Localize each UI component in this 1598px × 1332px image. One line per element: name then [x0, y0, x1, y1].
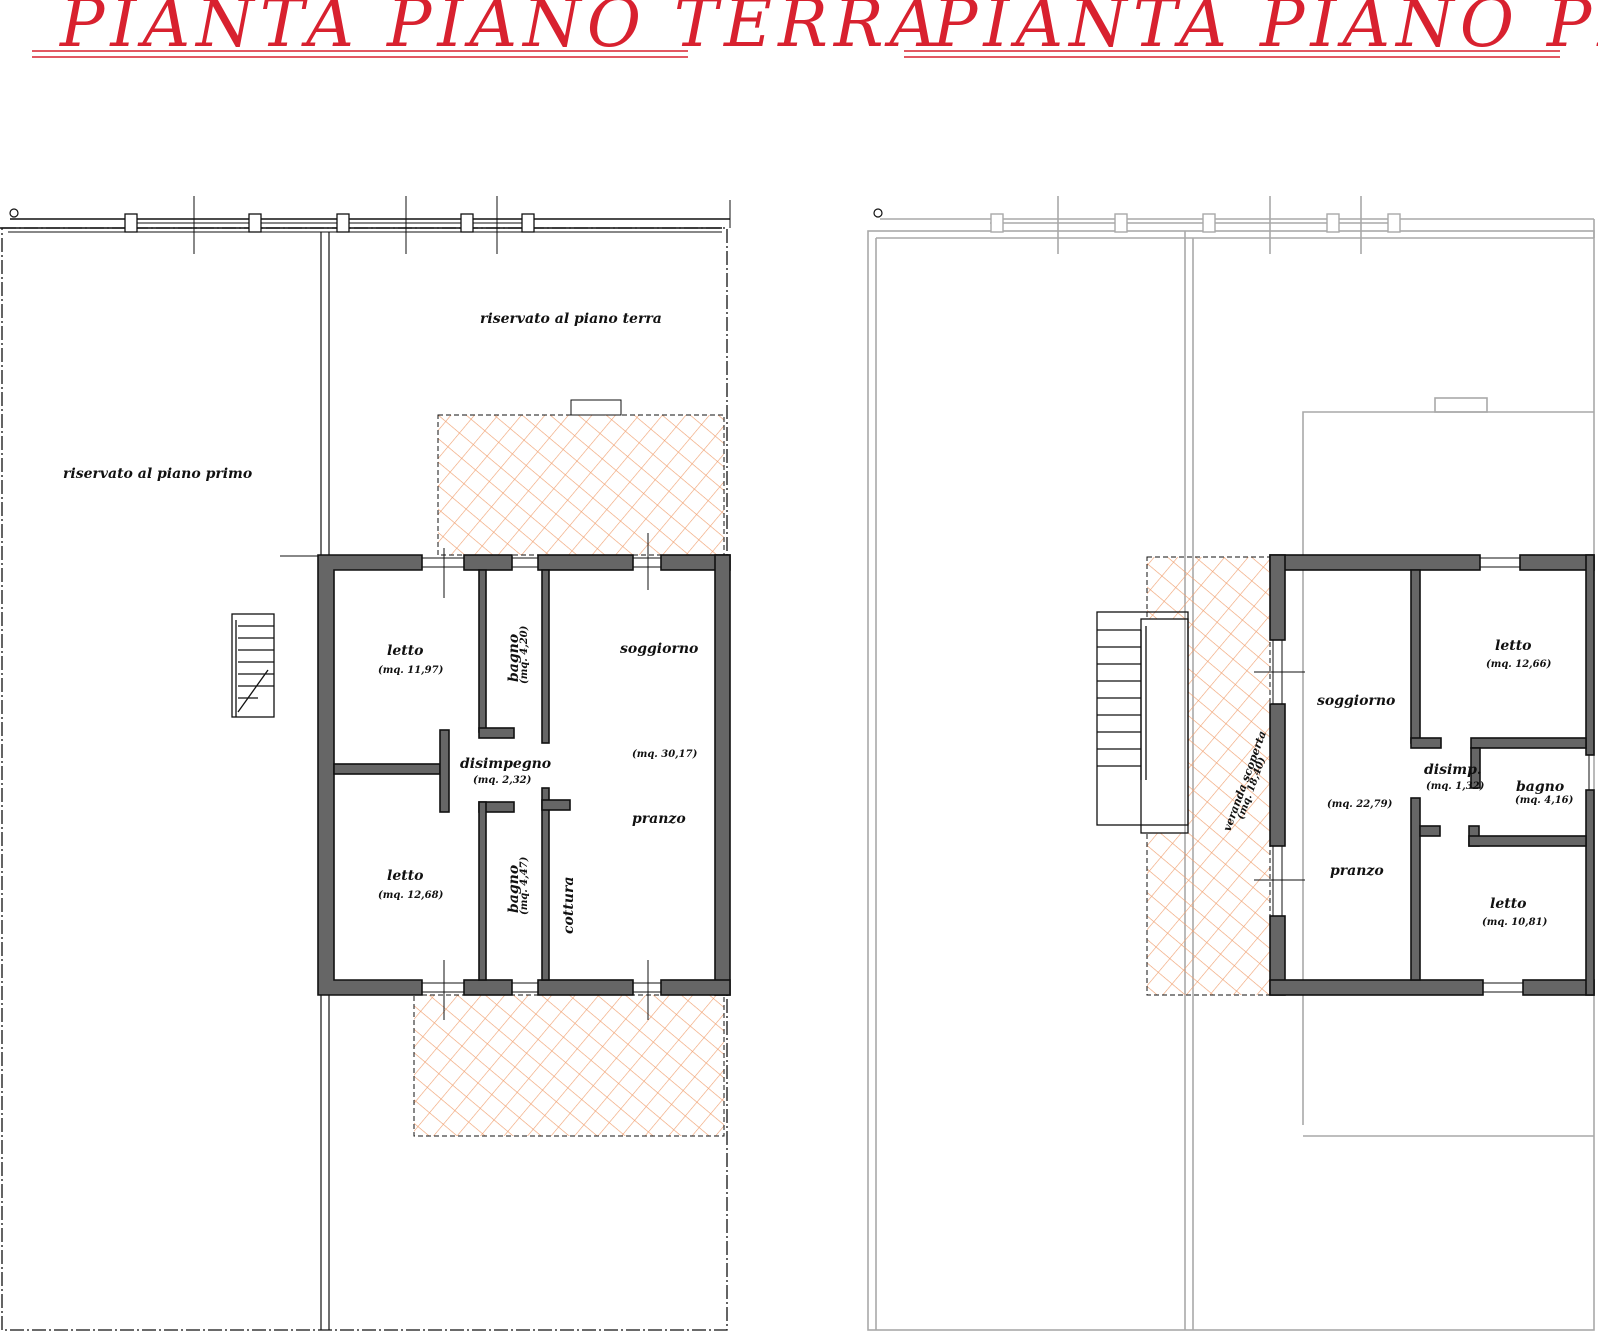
title-first-floor: PIANTA PIANO PRIMO — [904, 0, 1598, 62]
room-letto-1f-2: letto — [1490, 896, 1527, 912]
first-floor-plan: veranda scoperta (mq. 18,40) soggiorno (… — [867, 196, 1595, 1331]
title-ground-floor: PIANTA PIANO TERRA — [32, 0, 943, 62]
room-letto-2: letto — [387, 868, 424, 884]
room-bagno-1f: bagno — [1516, 779, 1564, 795]
room-disimpegno-area: (mq. 2,32) — [473, 775, 532, 786]
room-letto-1: letto — [387, 643, 424, 659]
room-pranzo: pranzo — [632, 811, 686, 827]
label-reserved-left: riservato al piano primo — [63, 466, 252, 482]
room-letto-1-area: (mq. 11,97) — [378, 665, 444, 676]
room-bagno-1f-area: (mq. 4,16) — [1515, 795, 1574, 806]
room-letto-1f-1: letto — [1495, 638, 1532, 654]
room-soggiorno-area: (mq. 30,17) — [632, 749, 698, 760]
room-soggiorno: soggiorno — [620, 641, 698, 657]
room-bagno-1-area: (mq. 4,20) — [519, 625, 530, 684]
label-reserved-top: riservato al piano terra — [480, 311, 662, 327]
ground-floor-plan: riservato al piano terra riservato al pi… — [0, 196, 731, 1331]
room-letto-1f-1-area: (mq. 12,66) — [1486, 659, 1552, 670]
title-first-floor-text: PIANTA PIANO PRIMO — [932, 0, 1598, 62]
room-bagno-2: bagno — [506, 865, 522, 913]
room-disimpegno: disimpegno — [460, 756, 551, 772]
room-soggiorno-1f: soggiorno — [1317, 693, 1395, 709]
room-letto-2-area: (mq. 12,68) — [378, 890, 444, 901]
room-bagno-1: bagno — [506, 634, 522, 682]
room-soggiorno-1f-area: (mq. 22,79) — [1327, 799, 1393, 810]
room-disimp-1f-area: (mq. 1,32) — [1426, 781, 1485, 792]
room-pranzo-1f: pranzo — [1330, 863, 1384, 879]
room-cottura: cottura — [561, 877, 577, 934]
room-bagno-2-area: (mq. 4,47) — [519, 856, 530, 915]
title-ground-floor-text: PIANTA PIANO TERRA — [59, 0, 943, 62]
room-disimp-1f: disimp. — [1424, 762, 1482, 778]
room-letto-1f-2-area: (mq. 10,81) — [1482, 917, 1548, 928]
